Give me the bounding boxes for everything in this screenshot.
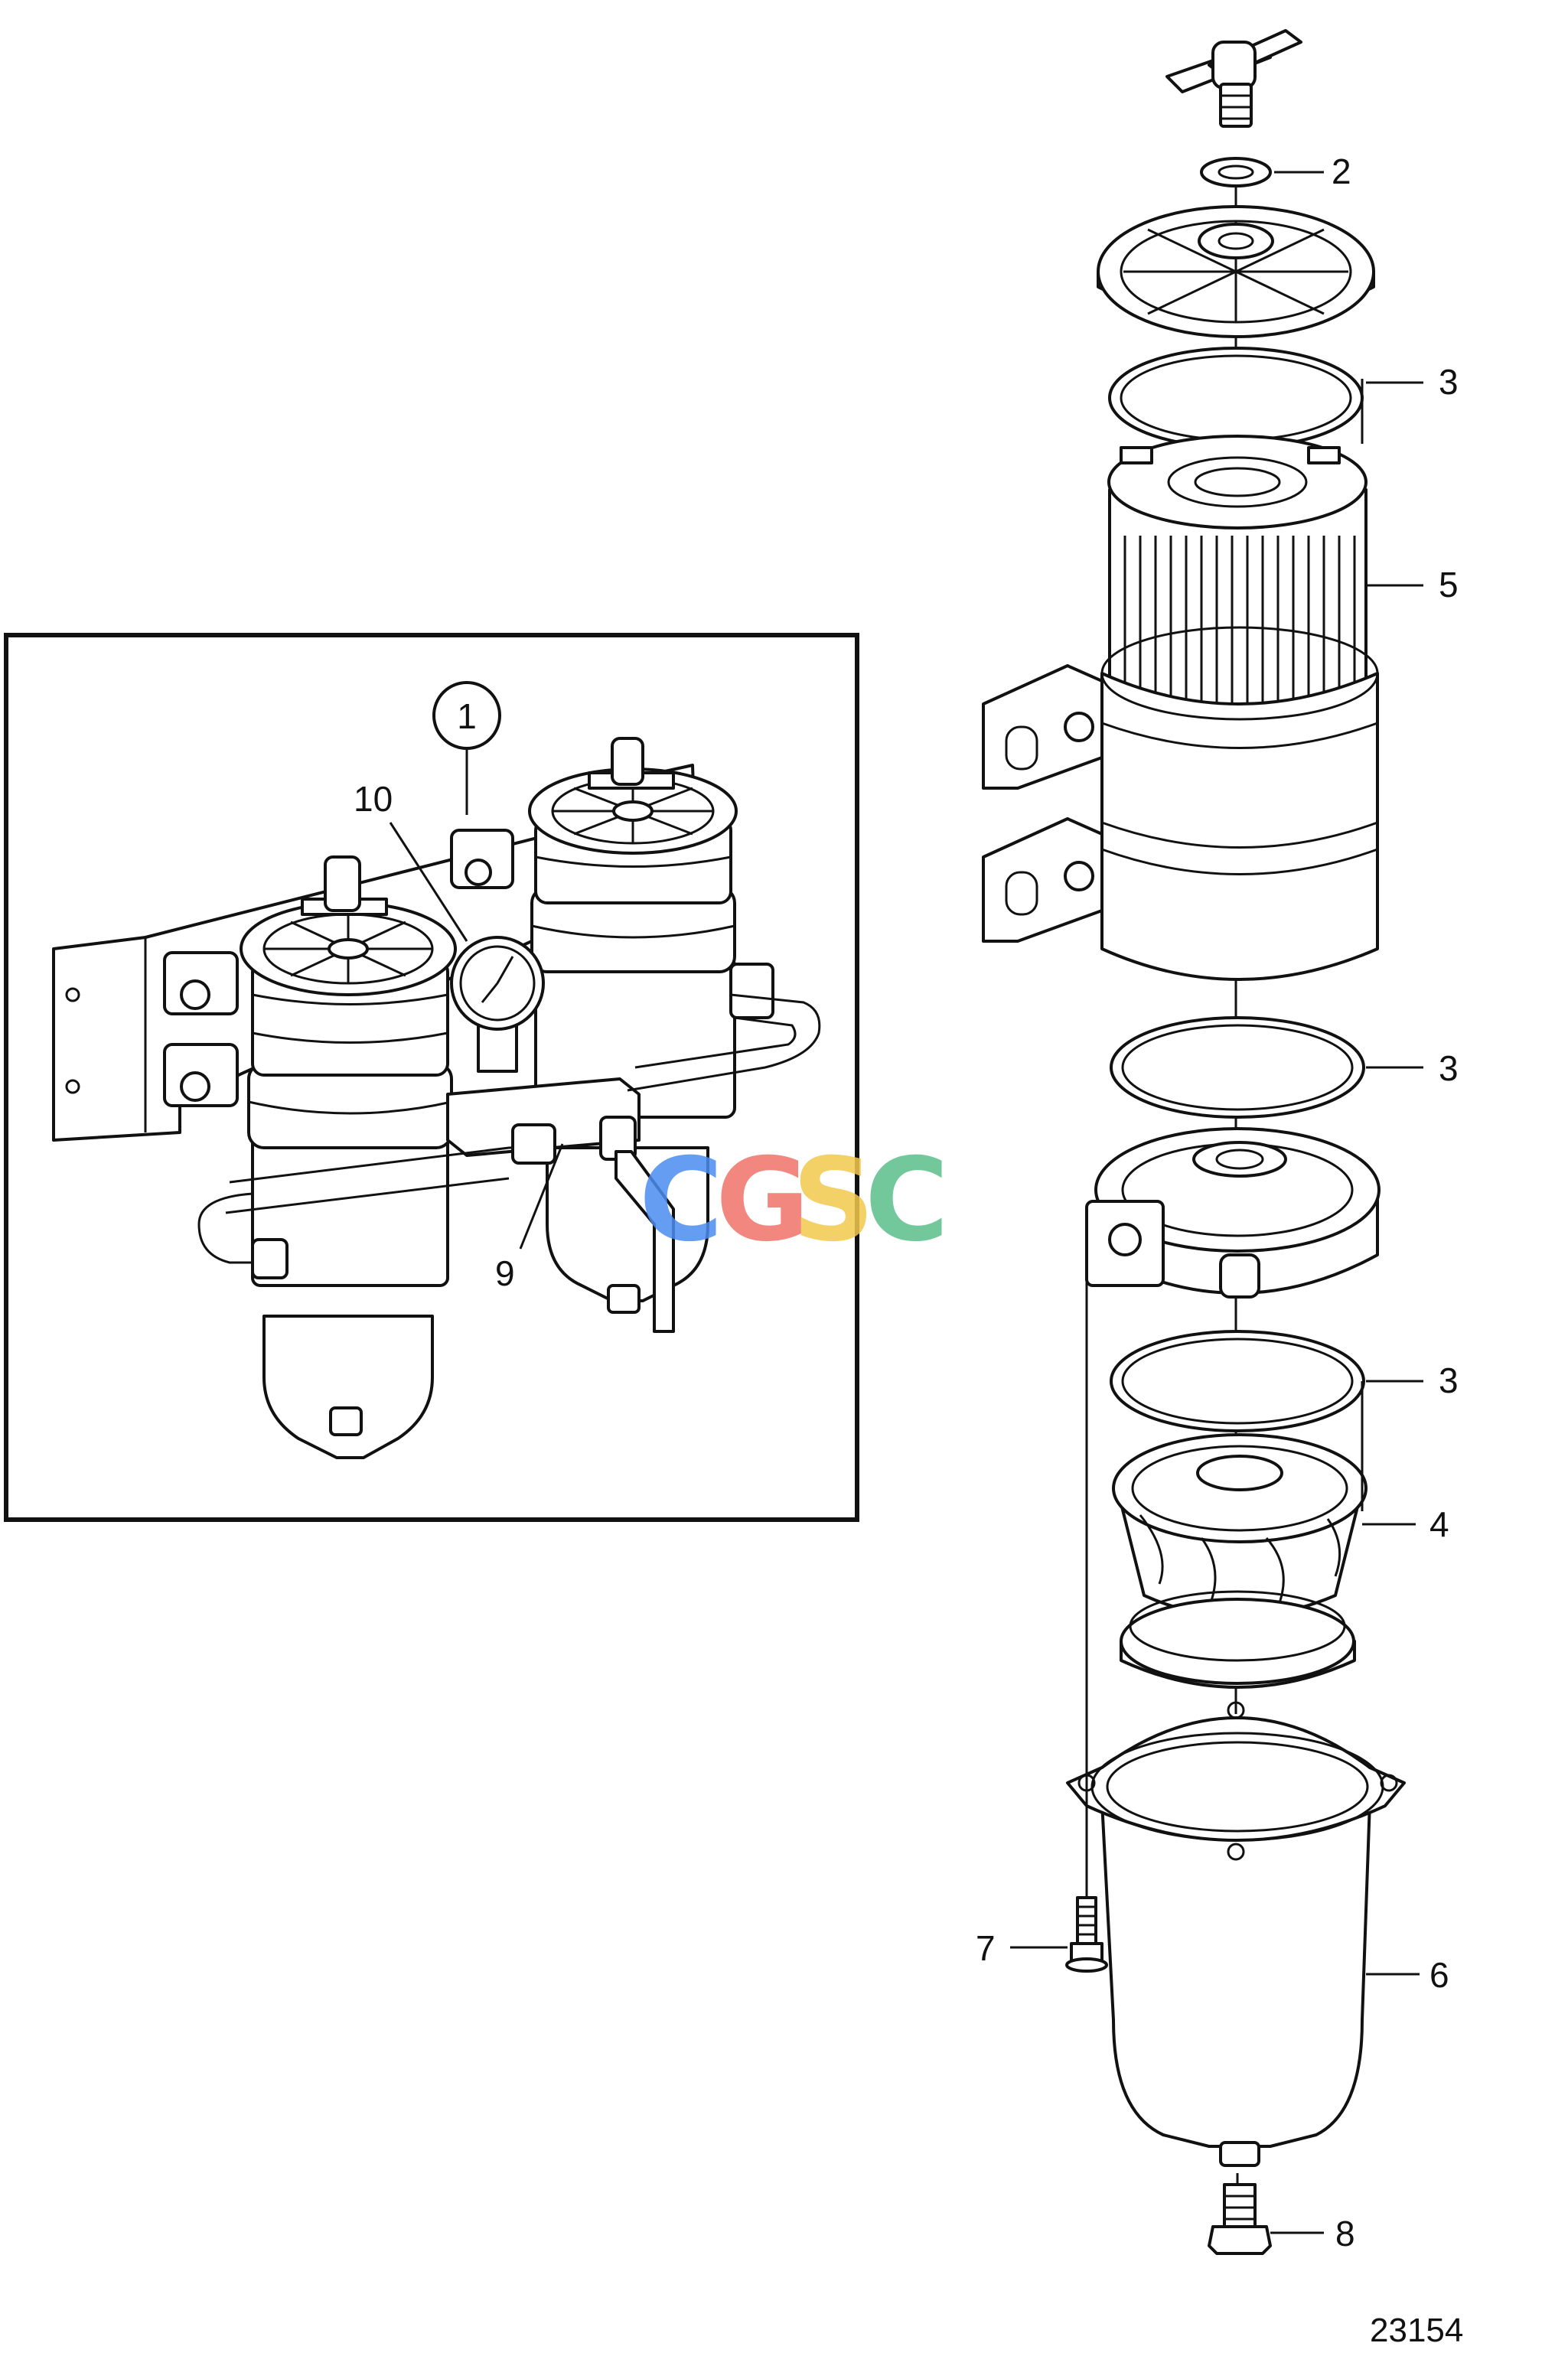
- diagram-id: 23154: [1370, 2312, 1463, 2349]
- exploded-view: 2 3 5 3 3 4 6 7 8: [976, 29, 1459, 2255]
- watermark: C G S C: [639, 1134, 949, 1267]
- o-ring-lower: [1110, 1330, 1365, 1432]
- assembled-view-inset: 1 10 9: [4, 633, 859, 1522]
- o-ring-top: [1108, 347, 1364, 449]
- callout-3-middle: 3: [1439, 1048, 1459, 1088]
- callout-2: 2: [1332, 152, 1351, 191]
- spoked-cover: [1097, 205, 1375, 338]
- watermark-letter-g: G: [716, 1134, 810, 1267]
- collection-bowl: [1066, 1701, 1406, 2167]
- callout-6: 6: [1429, 1955, 1449, 1995]
- callout-1: 1: [457, 696, 477, 736]
- pressure-gauge: [450, 936, 545, 1073]
- sealing-washer: [1200, 157, 1272, 187]
- callout-8: 8: [1335, 2214, 1355, 2253]
- t-handle-plug: [1165, 29, 1302, 128]
- inset-frame: [4, 633, 859, 1522]
- o-ring-middle: [1110, 1016, 1365, 1119]
- screw: [1065, 1896, 1108, 1973]
- left-filter-unit: [240, 855, 457, 1459]
- callout-9: 9: [495, 1253, 515, 1293]
- watermark-letter-c1: C: [639, 1134, 723, 1267]
- callout-4: 4: [1429, 1504, 1449, 1544]
- filter-housing: [982, 626, 1379, 981]
- watermark-letter-s: S: [792, 1134, 875, 1267]
- callout-7: 7: [976, 1928, 996, 1968]
- turbine-deflector: [1112, 1433, 1368, 1618]
- callout-10: 10: [354, 779, 393, 819]
- callout-3-lower: 3: [1439, 1360, 1459, 1400]
- callout-5: 5: [1439, 565, 1459, 604]
- base-plate: [1120, 1590, 1356, 1689]
- callout-3-top: 3: [1439, 362, 1459, 402]
- drain-plug: [1208, 2183, 1272, 2255]
- filter-head: [1085, 1127, 1381, 1299]
- watermark-letter-c2: C: [865, 1134, 949, 1267]
